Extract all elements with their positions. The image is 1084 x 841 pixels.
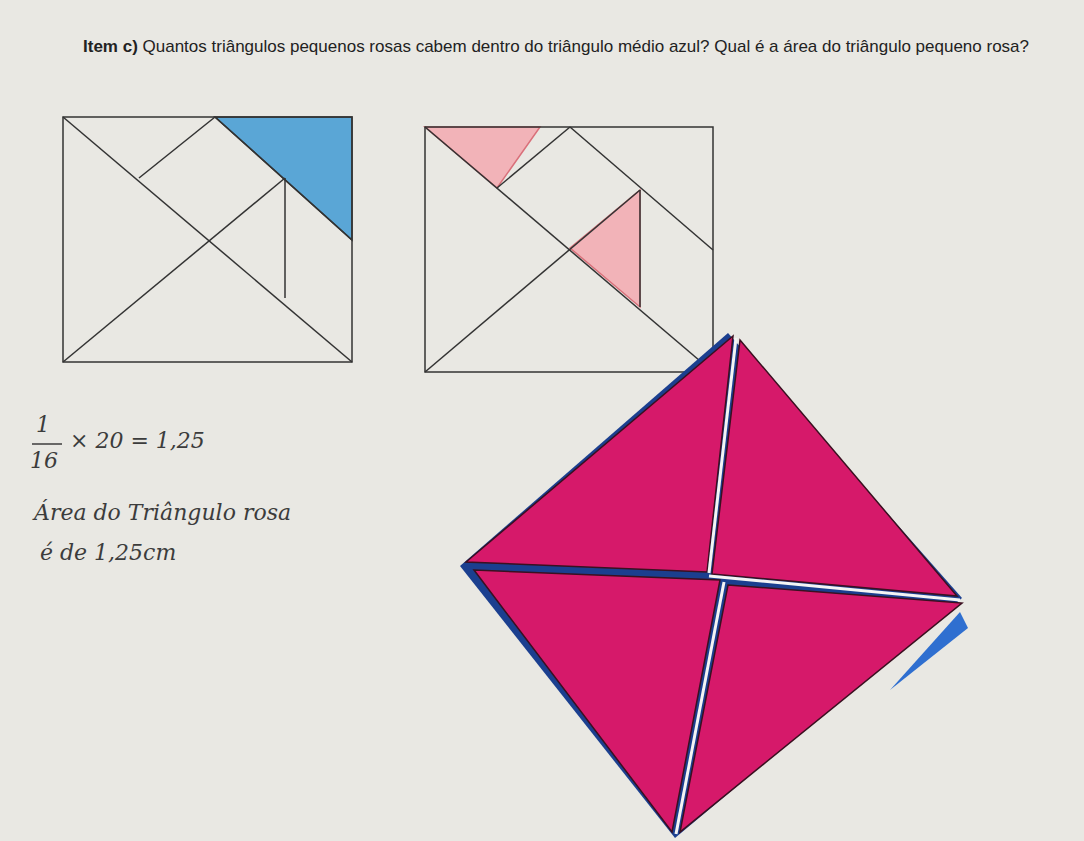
question-text: Quantos triângulos pequenos rosas cabem …: [143, 37, 1029, 56]
handwritten-answer: é de 1,25cm: [40, 540, 176, 565]
fraction-numerator: 1: [36, 412, 50, 437]
fraction-bar: [32, 443, 62, 445]
tangram-pink: [425, 127, 713, 372]
item-label: Item c): [83, 37, 138, 56]
handwritten-calculation: × 20 = 1,25: [70, 428, 205, 453]
question-text-block: Item c) Quantos triângulos pequenos rosa…: [83, 33, 1058, 60]
tangram-blue: [63, 117, 352, 362]
handwritten-answer: Área do Triângulo rosa: [34, 500, 291, 525]
paper-cutouts: [460, 333, 968, 838]
fraction-denominator: 16: [30, 448, 58, 473]
